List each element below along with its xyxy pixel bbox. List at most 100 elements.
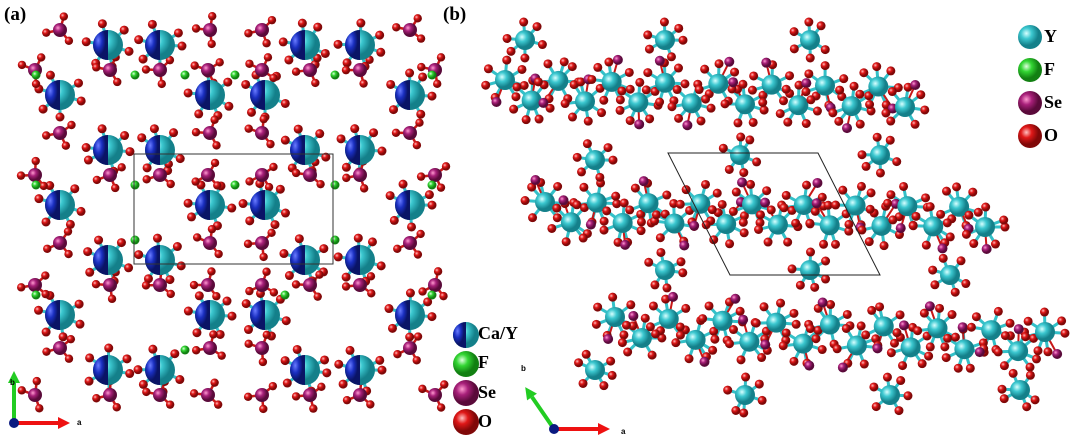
oxygen-atom [152, 233, 162, 243]
oxygen-atom [755, 218, 765, 228]
oxygen-atom [856, 321, 866, 331]
oxygen-atom [758, 90, 768, 100]
oxygen-atom [532, 22, 542, 32]
oxygen-atom [776, 298, 786, 308]
oxygen-atom [857, 150, 867, 160]
oxygen-atom [969, 239, 979, 249]
oxygen-atom [34, 305, 44, 315]
selenium-atom [730, 293, 741, 304]
selenium-atom [612, 54, 623, 65]
selenium-atom [895, 223, 906, 234]
ca-y-atom [145, 245, 175, 275]
oxygen-atom [896, 376, 906, 386]
oxygen-atom [36, 53, 46, 62]
oxygen-atom [736, 132, 746, 142]
oxygen-atom [739, 408, 749, 418]
selenium-atom [817, 297, 828, 308]
ca-half [345, 355, 360, 385]
oxygen-atom [812, 106, 822, 116]
oxygen-atom [724, 339, 734, 349]
selenium-atom [201, 168, 215, 182]
oxygen-atom [342, 395, 352, 405]
oxygen-atom [527, 182, 537, 192]
ca-half [395, 190, 410, 220]
legend-b-f: F [1044, 59, 1055, 79]
selenium-atom [353, 168, 367, 182]
oxygen-atom [701, 94, 711, 104]
selenium-atom [1052, 349, 1063, 359]
oxygen-atom [925, 202, 935, 212]
oxygen-atom [806, 95, 816, 105]
oxygen-atom [826, 300, 836, 310]
oxygen-atom [284, 55, 294, 65]
oxygen-atom [512, 82, 522, 92]
ca-y-atom [290, 30, 320, 60]
oxygen-atom [190, 61, 199, 70]
selenium-atom [634, 119, 645, 130]
yttrium-atom [820, 314, 840, 335]
oxygen-atom [244, 29, 253, 38]
oxygen-atom [321, 152, 331, 162]
oxygen-atom [353, 233, 363, 243]
selenium-atom [53, 236, 67, 250]
oxygen-atom [259, 114, 268, 124]
selenium-atom [699, 356, 710, 367]
oxygen-atom [993, 347, 1003, 357]
oxygen-atom [561, 237, 571, 247]
ca-y-atom [395, 80, 425, 110]
ca-half [250, 300, 265, 330]
oxygen-atom [124, 263, 134, 273]
selenium-atom [403, 341, 417, 355]
oxygen-atom [245, 286, 254, 296]
oxygen-atom [619, 330, 629, 340]
oxygen-atom [384, 304, 394, 314]
oxygen-atom [560, 99, 570, 109]
oxygen-atom [935, 303, 945, 313]
oxygen-atom [412, 140, 422, 150]
selenium-atom [689, 220, 700, 231]
selenium-atom [974, 347, 985, 358]
oxygen-atom [519, 80, 529, 90]
oxygen-atom [142, 163, 152, 173]
legend-swatch-f [1018, 58, 1042, 82]
oxygen-atom [194, 291, 204, 301]
yttrium-atom [793, 194, 814, 215]
oxygen-atom [882, 372, 892, 382]
oxygen-atom [916, 90, 926, 100]
selenium-atom [957, 322, 968, 333]
oxygen-atom [165, 275, 175, 285]
oxygen-atom [867, 305, 877, 315]
oxygen-atom [244, 339, 253, 349]
selenium-atom [530, 175, 541, 185]
yttrium-atom [975, 217, 995, 237]
selenium-atom [837, 362, 848, 373]
oxygen-atom [386, 79, 396, 89]
oxygen-atom [578, 233, 588, 243]
oxygen-atom [506, 46, 516, 56]
selenium-atom [937, 243, 948, 254]
oxygen-atom [207, 224, 217, 234]
oxygen-atom [956, 256, 966, 266]
yttrium-atom [815, 75, 835, 96]
oxygen-atom [712, 188, 722, 198]
oxygen-atom [636, 209, 646, 219]
oxygen-atom [64, 249, 73, 259]
ca-half [45, 190, 60, 220]
oxygen-atom [125, 369, 135, 379]
oxygen-atom [31, 79, 41, 89]
legend-b-y: Y [1044, 26, 1057, 46]
yttrium-atom [870, 145, 890, 165]
oxygen-atom [367, 289, 376, 298]
oxygen-atom [315, 129, 325, 139]
legend-swatch-o [1018, 124, 1042, 148]
oxygen-atom [973, 207, 983, 217]
yttrium-atom [605, 307, 625, 327]
selenium-atom [255, 63, 269, 77]
selenium-atom [201, 388, 215, 402]
oxygen-atom [376, 261, 386, 271]
oxygen-atom [864, 91, 874, 101]
oxygen-atom [828, 108, 838, 118]
oxygen-atom [656, 247, 666, 257]
selenium-atom [255, 168, 269, 182]
selenium-atom [924, 301, 935, 312]
